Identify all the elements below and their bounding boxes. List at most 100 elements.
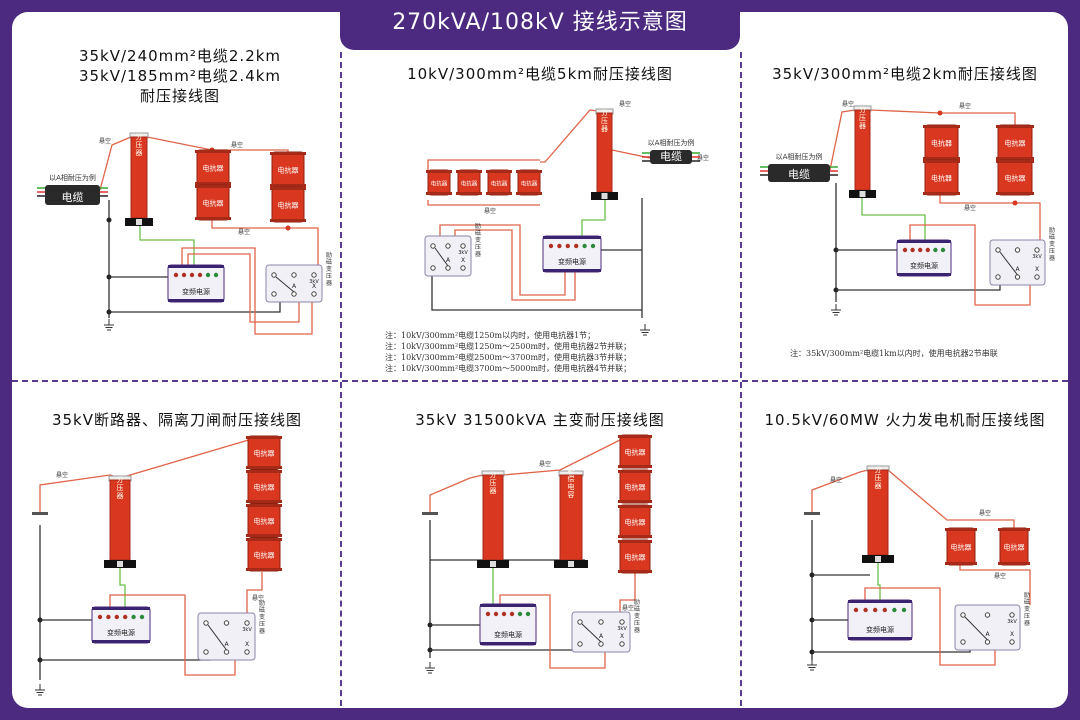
reactor: 电抗器 <box>246 537 282 572</box>
switch-blade <box>434 247 449 267</box>
reactor-flange <box>996 157 1034 160</box>
divider-terminal <box>875 556 881 562</box>
reactor-flange <box>270 152 306 155</box>
exciter-terminal <box>271 272 277 278</box>
cable-example-label: 以A相耐压为例 <box>776 152 823 161</box>
wire <box>581 198 606 238</box>
page-title: 270kVA/108kV 接线示意图 <box>340 0 740 50</box>
psu-terminal <box>181 272 187 278</box>
exciter-label-a: A <box>224 641 229 648</box>
floating-label: 悬空 <box>622 604 634 612</box>
exciter-terminal <box>203 620 209 626</box>
voltage-divider: 分压器 <box>125 132 153 226</box>
wire <box>139 226 195 272</box>
exciter-terminal <box>291 272 297 278</box>
wire <box>499 594 606 669</box>
wire <box>869 109 1016 125</box>
psu-terminal <box>882 607 887 613</box>
exciter-label-a: A <box>1015 266 1020 273</box>
frequency-power-supply: 变频电源 <box>91 606 151 644</box>
exciter-terminal <box>619 619 625 625</box>
breaker-symbol <box>422 512 438 515</box>
reactor-label: 电抗器 <box>931 174 952 183</box>
divider-label: 补偿电容 <box>567 466 575 499</box>
reactor-flange <box>923 192 960 195</box>
wire <box>439 224 566 296</box>
exciter-terminal <box>1009 612 1015 618</box>
wire <box>146 136 289 152</box>
psu-terminal <box>892 607 897 613</box>
divider-line <box>340 382 342 706</box>
psu-strip <box>92 640 150 643</box>
exciter-terminal <box>619 641 625 647</box>
reactor-flange <box>246 504 282 507</box>
floating-label: 悬空 <box>697 154 709 162</box>
psu-terminal <box>205 272 211 278</box>
voltage-divider: 分压器 <box>104 475 136 568</box>
exciter-terminal <box>1034 247 1040 253</box>
reactor-label: 电抗器 <box>625 448 646 457</box>
exciter-terminal <box>311 272 317 278</box>
reactor: 电抗器 <box>246 503 282 538</box>
reactor-flange <box>516 192 542 195</box>
psu-terminal <box>213 272 219 278</box>
reactor-flange <box>998 562 1030 565</box>
wire <box>119 568 126 607</box>
exciter-title: 励磁变压器 <box>1023 591 1030 627</box>
reactor-flange <box>618 470 652 473</box>
reactor-label: 电抗器 <box>203 199 224 208</box>
psu-strip <box>480 642 536 645</box>
exciter-label-x: X <box>461 257 465 264</box>
reactor: 电抗器 <box>246 469 282 504</box>
title-line: 35kV/240mm²电缆2.2km <box>78 47 282 65</box>
cable-jacket <box>650 150 692 164</box>
reactor-label: 电抗器 <box>203 164 224 173</box>
ground-icon <box>807 659 817 671</box>
reactor-flange <box>195 182 231 185</box>
exciter-label-a: A <box>292 283 297 290</box>
reactor-flange <box>246 500 282 503</box>
reactor-flange <box>270 219 306 222</box>
exciter-terminal <box>1009 639 1015 645</box>
reactor-flange <box>246 534 282 537</box>
exciter-case <box>989 239 1046 286</box>
reactor: 电抗器 <box>270 151 306 188</box>
wire <box>861 198 926 240</box>
wire <box>454 229 576 301</box>
reactor-flange <box>426 192 452 195</box>
wire <box>836 285 1001 291</box>
reactor: 电抗器 <box>486 169 512 196</box>
exciter-case <box>424 235 472 277</box>
psu-terminal <box>131 614 136 620</box>
exciter-label-x: X <box>245 641 249 648</box>
ground-icon <box>35 684 45 696</box>
floating-label: 悬空 <box>231 141 243 149</box>
psu-terminal <box>123 614 128 620</box>
psu-terminal <box>517 611 523 617</box>
psu-terminal <box>565 243 570 249</box>
reactor-flange <box>945 528 977 531</box>
cable-example-label: 以A相耐压为例 <box>49 173 96 182</box>
exciter-terminal <box>598 641 604 647</box>
panel-3-title: 35kV/300mm²电缆2km耐压接线图 <box>772 65 1038 83</box>
exciter-terminal <box>445 265 451 271</box>
floating-label: 悬空 <box>252 594 264 602</box>
psu-terminal <box>574 243 579 249</box>
psu-terminal <box>114 614 120 620</box>
divider-terminal <box>601 193 608 199</box>
reactor: 电抗器 <box>618 504 652 539</box>
reactor-flange <box>456 170 482 173</box>
switch-blade <box>964 616 988 641</box>
floating-label: 悬空 <box>842 100 854 108</box>
psu-terminal <box>901 607 907 613</box>
exciter-case <box>197 612 256 661</box>
ground-icon <box>640 324 650 336</box>
cable-label: 电缆 <box>62 191 84 204</box>
exciter-terminal <box>960 612 966 618</box>
psu-terminal <box>918 247 923 253</box>
wire <box>39 474 121 515</box>
wire <box>187 253 300 323</box>
reactor-label: 电抗器 <box>625 518 646 527</box>
